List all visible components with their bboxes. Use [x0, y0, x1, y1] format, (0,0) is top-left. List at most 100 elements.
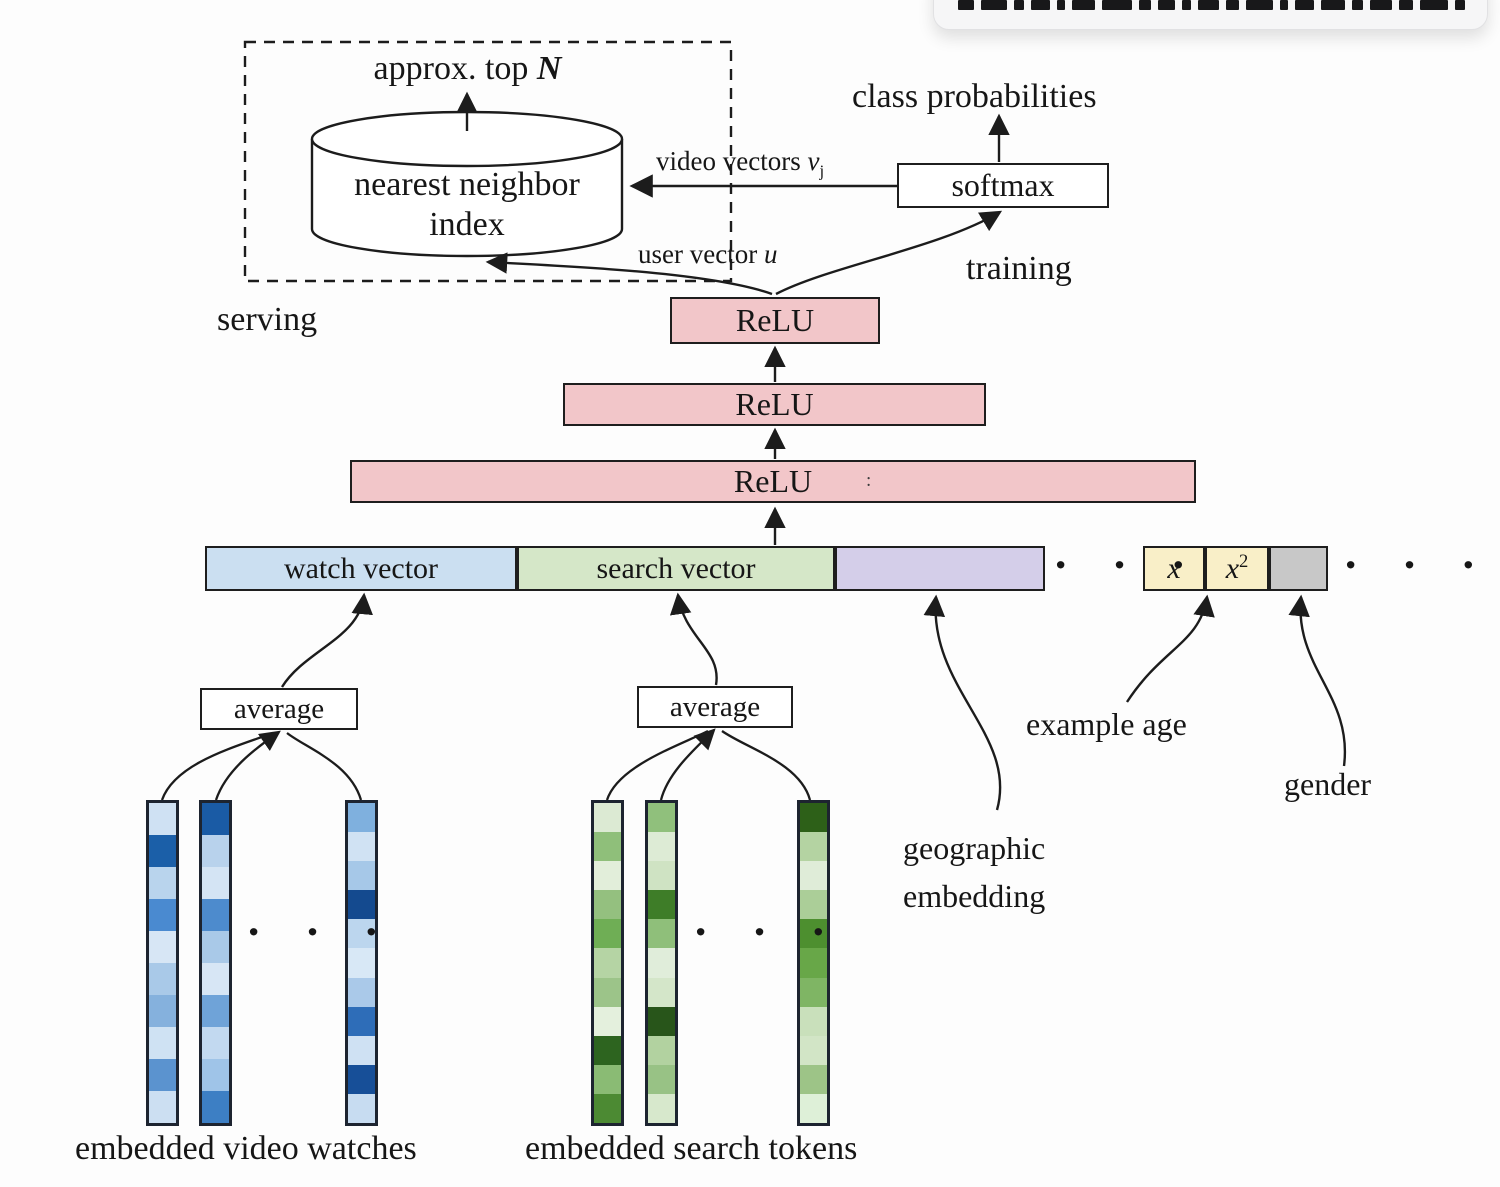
- vector-cell: [348, 977, 375, 1007]
- clipped-glyph-fragment: [958, 0, 974, 10]
- vector-cell: [800, 1093, 827, 1124]
- embedded-search-column-1: [591, 800, 624, 1126]
- arrow-geographic: [923, 594, 1002, 811]
- geographic-embedding-segment: [835, 546, 1045, 591]
- vector-cell: [800, 977, 827, 1007]
- video-vectors-label: video vectors vj: [656, 146, 825, 181]
- class-probabilities-label: class probabilities: [852, 78, 1097, 115]
- clipped-glyph-fragment: [1158, 0, 1175, 10]
- vector-cell: [149, 1027, 176, 1059]
- fan-video-3: [286, 732, 363, 801]
- vector-cell: [202, 835, 229, 867]
- search-vector-segment: search vector: [517, 546, 835, 591]
- relu-label: ReLU: [735, 386, 814, 422]
- vector-cell: [594, 1006, 621, 1036]
- serving-label: serving: [217, 301, 318, 338]
- vector-cell: [800, 832, 827, 862]
- vector-cell: [348, 948, 375, 978]
- arrow-user-vector-training: [775, 210, 1003, 296]
- vector-cell: [648, 1006, 675, 1036]
- clipped-glyph-fragment: [1226, 0, 1239, 10]
- clipped-glyph-fragment: [1198, 0, 1219, 10]
- vector-cell: [800, 803, 827, 833]
- fan-search-1: [605, 729, 709, 801]
- clipped-glyph-fragment: [1370, 0, 1392, 10]
- vector-cell: [800, 1064, 827, 1094]
- bar-ellipsis-right: · · ·: [1343, 539, 1493, 590]
- arrow-gender: [1288, 594, 1347, 767]
- clipped-glyph-fragment: [1321, 0, 1345, 10]
- fan-video-1: [160, 731, 274, 801]
- clipped-glyph-fragment: [1399, 0, 1413, 10]
- nearest-neighbor-cylinder: [310, 110, 624, 258]
- vector-cell: [202, 1059, 229, 1091]
- vector-cell: [202, 1091, 229, 1123]
- relu-label: ReLU: [735, 302, 815, 338]
- clipped-glyph-fragment: [1246, 0, 1273, 10]
- average-label: average: [669, 690, 761, 723]
- age-x2-label: x2: [1225, 551, 1249, 585]
- bar-ellipsis-left: · · ·: [1053, 539, 1203, 590]
- serving-dashed-box: [243, 40, 733, 283]
- vector-cell: [202, 963, 229, 995]
- vector-cell: [594, 890, 621, 920]
- vector-cell: [202, 803, 229, 835]
- softmax-box: softmax: [897, 163, 1109, 208]
- stray-colon-artifact: :: [866, 470, 872, 491]
- vector-cell: [348, 832, 375, 862]
- embedded-video-watches-label: embedded video watches: [75, 1130, 417, 1167]
- vector-cell: [149, 803, 176, 835]
- example-age-label: example age: [1026, 706, 1187, 742]
- geographic-embedding-label: geographic embedding: [903, 830, 1046, 914]
- vector-cell: [348, 803, 375, 833]
- embedded-search-column-3: [797, 800, 830, 1126]
- age-x2-segment: x2: [1205, 546, 1269, 591]
- vector-cell: [594, 1093, 621, 1124]
- clipped-glyph-fragment: [1072, 0, 1095, 10]
- relu-layer-1: ReLU: [350, 460, 1196, 503]
- average-box-watch: average: [200, 688, 358, 730]
- relu-layer-3: ReLU: [670, 297, 880, 344]
- vector-cell: [800, 861, 827, 891]
- clipped-glyph-fragment: [1352, 0, 1363, 10]
- vector-cell: [149, 931, 176, 963]
- arrow-average-to-search: [669, 592, 718, 686]
- vector-cell: [348, 890, 375, 920]
- clipped-tooltip-card: [933, 0, 1488, 30]
- watch-vector-label: watch vector: [283, 551, 439, 585]
- embedded-search-tokens-label: embedded search tokens: [525, 1130, 858, 1167]
- vector-cell: [149, 1059, 176, 1091]
- average-box-search: average: [637, 686, 793, 728]
- embedded-video-column-1: [146, 800, 179, 1126]
- vector-cell: [149, 867, 176, 899]
- vector-cell: [648, 1035, 675, 1065]
- vector-cell: [149, 1091, 176, 1123]
- gender-label: gender: [1284, 766, 1372, 802]
- vector-cell: [648, 977, 675, 1007]
- vector-cell: [800, 1006, 827, 1036]
- vector-cell: [202, 1027, 229, 1059]
- vector-cell: [648, 832, 675, 862]
- clipped-glyph-fragment: [1102, 0, 1132, 10]
- vector-cell: [348, 861, 375, 891]
- vector-cell: [648, 948, 675, 978]
- vector-cell: [594, 861, 621, 891]
- vector-cell: [594, 1064, 621, 1094]
- gender-segment: [1269, 546, 1328, 591]
- vector-cell: [648, 803, 675, 833]
- vector-cell: [800, 1035, 827, 1065]
- search-vector-label: search vector: [596, 551, 756, 585]
- fan-video-2: [214, 730, 281, 801]
- clipped-glyph-fragment: [981, 0, 1007, 10]
- relu-layer-2: ReLU: [563, 383, 986, 426]
- embedded-search-column-2: [645, 800, 678, 1126]
- vector-cell: [648, 890, 675, 920]
- vector-cell: [800, 948, 827, 978]
- fan-search-3: [721, 730, 812, 801]
- arrow-average-to-watch: [280, 592, 373, 688]
- vector-cell: [648, 1064, 675, 1094]
- clipped-glyph-fragment: [1014, 0, 1024, 10]
- arrow-example-age: [1125, 594, 1215, 703]
- vector-cell: [202, 867, 229, 899]
